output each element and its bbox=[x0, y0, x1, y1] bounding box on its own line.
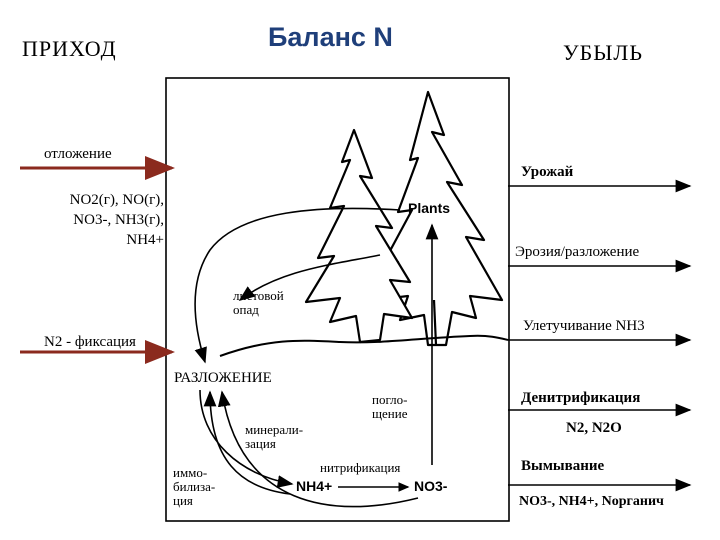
nitrate-to-decomposition-arrow bbox=[217, 390, 419, 508]
litter-label: листовой опад bbox=[233, 289, 284, 317]
income-header: ПРИХОД bbox=[22, 36, 117, 61]
outflow-header: УБЫЛЬ bbox=[563, 40, 643, 65]
deposition-species-line: NO3-, NH3(г), bbox=[73, 212, 164, 228]
uptake-label-line: щение bbox=[372, 406, 408, 421]
immobilization-arrow bbox=[203, 390, 291, 495]
immobilization-label-line: иммо- bbox=[173, 465, 208, 480]
immobilization-label-line: билиза- bbox=[173, 479, 216, 494]
harvest-label: Урожай bbox=[521, 164, 574, 180]
volatilization-label: Улетучивание NH3 bbox=[523, 318, 645, 334]
erosion-label: Эрозия/разложение bbox=[515, 244, 640, 260]
plants-to-decomposition-arrow bbox=[194, 207, 401, 364]
mineralization-label-line: минерали- bbox=[245, 422, 304, 437]
deposition-species-line: NO2(г), NO(г), bbox=[69, 192, 164, 208]
plants-label: Plants bbox=[408, 200, 451, 216]
ammonium-label: NH4+ bbox=[296, 478, 333, 494]
litter-label-line: листовой bbox=[233, 288, 284, 303]
nitrification-label: нитрификация bbox=[320, 460, 401, 475]
leaching-products: NO3-, NH4+, Nорганич bbox=[519, 494, 664, 509]
immobilization-label-line: ция bbox=[173, 493, 193, 508]
ecosystem-box bbox=[165, 77, 510, 522]
n2-fixation-label: N2 - фиксация bbox=[44, 334, 136, 350]
mineralization-label-line: зация bbox=[245, 436, 276, 451]
immobilization-label: иммо- билиза- ция bbox=[173, 466, 215, 508]
mineralization-label: минерали- зация bbox=[245, 423, 303, 451]
tree-left-icon bbox=[304, 128, 414, 344]
decomposition-label: РАЗЛОЖЕНИЕ bbox=[174, 370, 272, 386]
uptake-label-line: погло- bbox=[372, 392, 408, 407]
nitrate-label: NO3- bbox=[414, 478, 448, 494]
mineralization-arrow bbox=[199, 389, 294, 488]
leaching-label: Вымывание bbox=[521, 458, 605, 474]
litter-label-line: опад bbox=[233, 302, 259, 317]
denitrification-products: N2, N2O bbox=[566, 420, 622, 436]
deposition-species-line: NH4+ bbox=[126, 232, 164, 248]
deposition-species: NO2(г), NO(г), NO3-, NH3(г), NH4+ bbox=[44, 190, 164, 250]
diagram-title: Баланс N bbox=[268, 22, 393, 52]
denitrification-label: Денитрификация bbox=[521, 390, 641, 406]
litter-arrow bbox=[238, 254, 381, 301]
ground-line bbox=[219, 334, 509, 357]
deposition-label: отложение bbox=[44, 146, 112, 162]
uptake-label: погло- щение bbox=[372, 393, 407, 421]
